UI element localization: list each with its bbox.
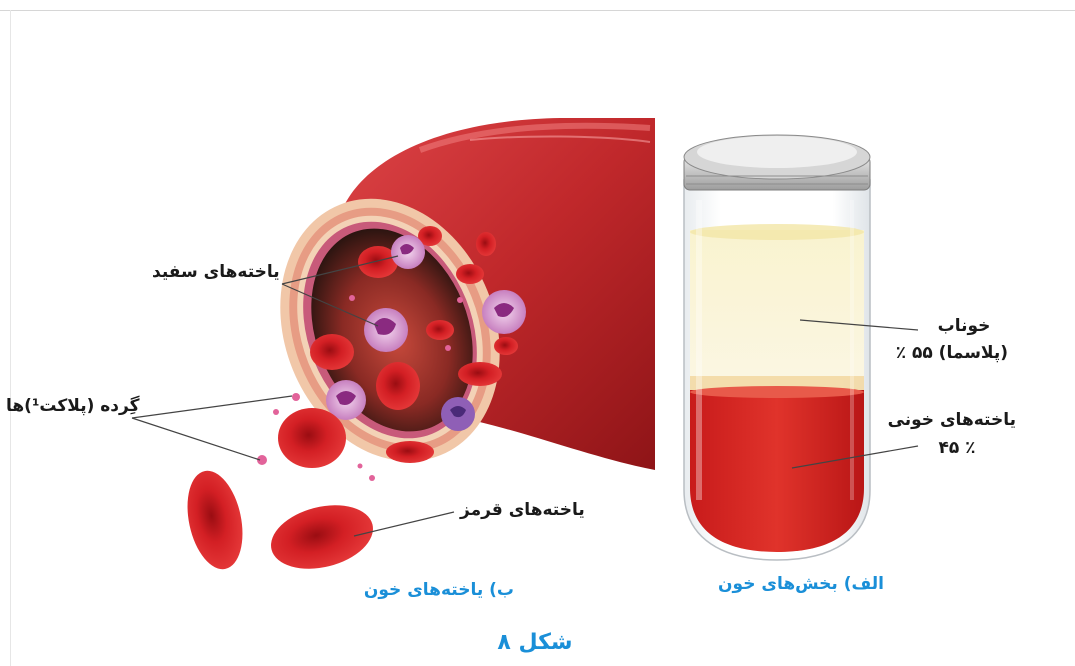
platelet <box>273 409 279 415</box>
caption-blood-parts: الف) بخش‌های خون <box>716 574 886 594</box>
test-tube <box>684 135 870 560</box>
figure-title: شکل ۸ <box>480 630 590 655</box>
caption-blood-cells: ب) یاخته‌های خون <box>364 580 514 600</box>
platelet <box>292 393 300 401</box>
red-cell <box>310 334 354 370</box>
red-cell <box>376 362 420 410</box>
red-cell <box>386 441 434 463</box>
red-cell <box>179 466 251 575</box>
label-plasma: خوناب <box>920 316 1008 336</box>
label-plasma-percent: (پلاسما) ۵۵ ٪ <box>880 343 1008 363</box>
label-blood-cells-percent: ٪ ۴۵ <box>922 438 992 458</box>
label-white-cells: یاخته‌های سفید <box>152 262 280 282</box>
label-platelets: گِرده (پلاکت¹)ها <box>6 396 140 416</box>
red-cell <box>476 232 496 256</box>
platelet <box>358 464 363 469</box>
red-cell <box>278 408 346 468</box>
label-blood-cells: یاخته‌های خونی <box>884 410 1016 430</box>
red-cell <box>456 264 484 284</box>
red-cell <box>264 495 379 578</box>
red-cell <box>494 337 518 355</box>
red-cell <box>458 362 502 386</box>
platelet <box>369 475 375 481</box>
label-red-cells: یاخته‌های قرمز <box>460 500 585 520</box>
red-cell <box>426 320 454 340</box>
